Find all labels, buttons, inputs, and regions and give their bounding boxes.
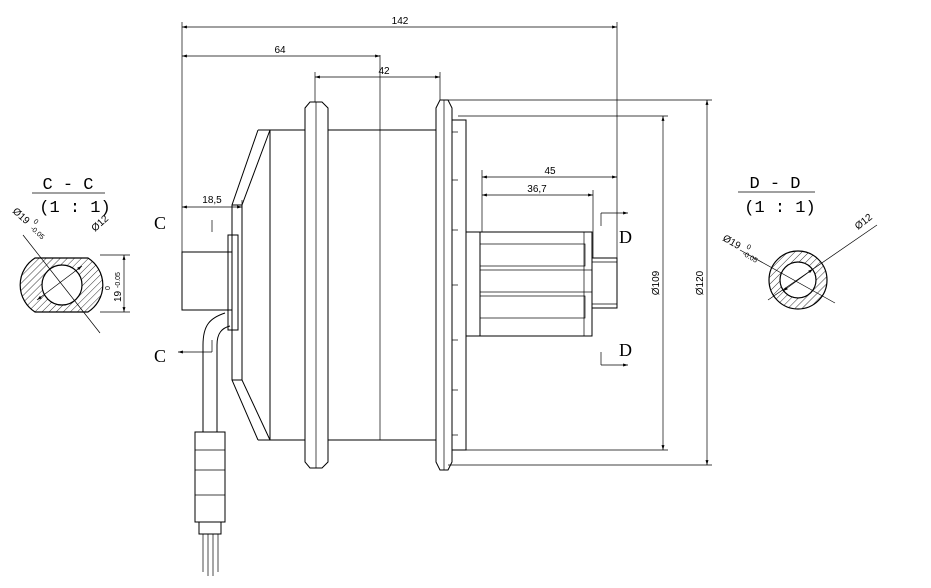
section-c-flat-width: 19 — [113, 290, 124, 302]
section-d-upper-label: D — [619, 227, 632, 247]
dim-flange-dia: Ø109 — [651, 270, 662, 295]
section-d-title: D - D — [749, 175, 800, 194]
section-d-inner-dia: Ø12 — [853, 212, 875, 233]
section-c-flat-tol-lower: -0.05 — [115, 272, 122, 288]
section-marker-c: C C — [154, 213, 213, 366]
section-marker-d: D D — [600, 211, 632, 367]
dimension-lines — [181, 22, 712, 466]
dim-flange-offset: 64 — [274, 45, 286, 56]
dim-shell-dia: Ø120 — [695, 270, 706, 295]
dim-overall-width: 142 — [392, 16, 409, 27]
dim-freewheel-outer: 45 — [544, 166, 556, 177]
section-c-scale: (1 : 1) — [39, 199, 110, 218]
motor-body — [231, 55, 467, 471]
dim-freewheel-inner: 36,7 — [527, 184, 547, 195]
dim-axle-end: 18,5 — [202, 195, 222, 206]
section-d-scale: (1 : 1) — [744, 199, 815, 218]
section-c-outer-dia: Ø19 — [10, 206, 32, 227]
spoke-holes — [452, 131, 458, 436]
section-c-outer-tol-upper: 0 — [32, 218, 40, 226]
section-d-outer-dia: Ø19 — [721, 233, 743, 252]
section-d-outer-tol-upper: 0 — [745, 244, 752, 252]
section-c-outer-tol-lower: -0.05 — [29, 225, 46, 241]
dimension-labels: 142 64 42 18,5 45 36,7 Ø109 Ø120 — [202, 16, 706, 295]
section-c-flat-tol-upper: 0 — [105, 286, 112, 290]
section-c-lower-label: C — [154, 346, 166, 366]
section-c-upper-label: C — [154, 213, 166, 233]
section-view-d: D - D (1 : 1) Ø12 Ø19 0 -0.05 — [721, 175, 878, 310]
section-d-lower-label: D — [619, 340, 632, 360]
section-c-title: C - C — [42, 176, 93, 195]
freewheel-body — [465, 231, 618, 337]
section-d-outer-tol-lower: -0.05 — [741, 251, 758, 265]
left-axle — [181, 234, 239, 331]
section-view-c: C - C (1 : 1) Ø19 0 -0.05 Ø12 19 0 -0.05 — [10, 176, 130, 334]
power-cable — [194, 312, 231, 576]
dim-flange-spacing: 42 — [378, 66, 390, 77]
